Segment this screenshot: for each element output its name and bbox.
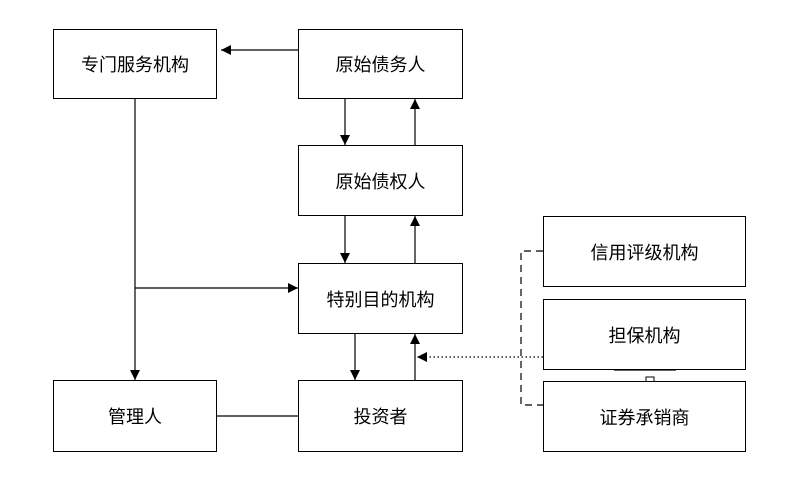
node-label: 特别目的机构 [326, 289, 435, 311]
node-label: 投资者 [353, 407, 408, 428]
node-label: 管理人 [108, 407, 162, 428]
node-rating-agency: 信用评级机构 [543, 216, 746, 287]
node-manager: 管理人 [53, 380, 217, 452]
node-investor: 投资者 [298, 380, 463, 452]
node-original-creditor: 原始债权人 [298, 145, 463, 216]
node-original-debtor: 原始债务人 [298, 29, 463, 99]
node-label: 证券承销商 [599, 407, 690, 429]
node-label: 担保机构 [608, 325, 681, 347]
node-underwriter: 证券承销商 [543, 381, 746, 452]
node-label: 信用评级机构 [590, 242, 699, 264]
node-label: 原始债务人 [335, 55, 426, 76]
node-label: 原始债权人 [335, 171, 426, 193]
node-label: 专门服务机构 [81, 55, 189, 76]
node-special-service: 专门服务机构 [53, 29, 217, 99]
node-spv: 特别目的机构 [298, 263, 463, 334]
dashed-bracket-rating-underwriter [520, 250, 543, 406]
node-guarantor: 担保机构 [543, 299, 746, 370]
